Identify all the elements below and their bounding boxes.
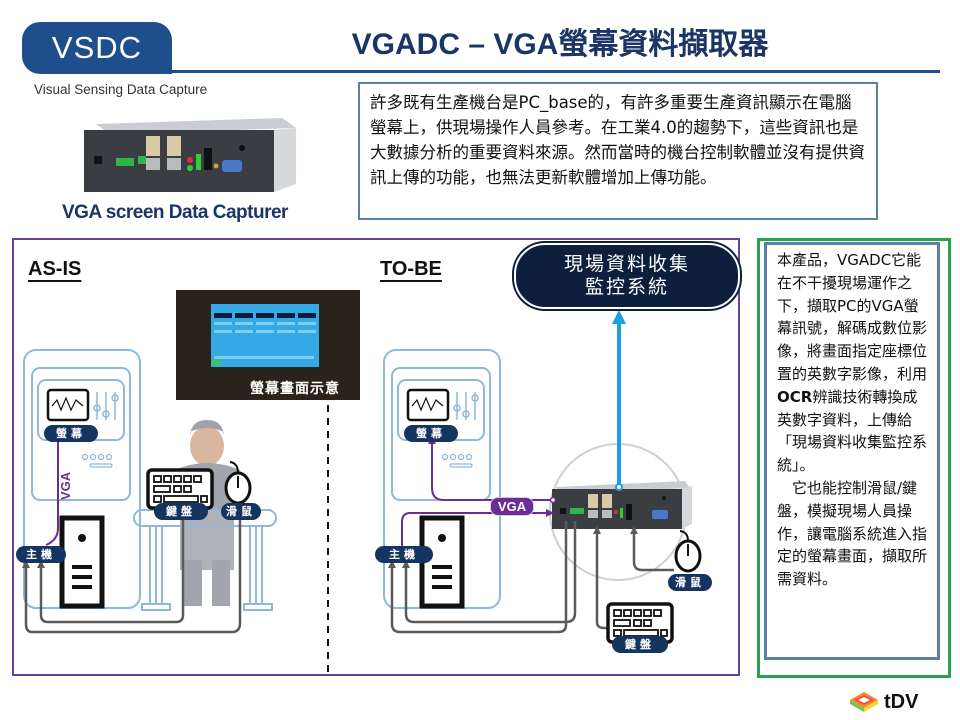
screen-sample-photo (176, 290, 360, 400)
description-p1b: 辨識技術轉換成英數字資料，上傳給「現場資料收集監控系統」。 (777, 387, 928, 475)
tdv-logo-icon: tDV (850, 691, 919, 713)
as-is-host-label: 主機 (16, 546, 66, 563)
desk-icon (133, 509, 277, 611)
to-be-keyboard-cable (595, 530, 610, 630)
description-box: 本產品，VGADC它能在不干擾現場運作之下，擷取PC的VGA螢幕訊號，解碼成數位… (764, 242, 940, 660)
to-be-capture-device-icon (552, 481, 692, 529)
page-title: VGADC – VGA螢幕資料擷取器 (351, 28, 769, 61)
description-p1a: 本產品，VGADC它能在不干擾現場運作之下，擷取PC的VGA螢幕訊號，解碼成數位… (777, 251, 928, 383)
to-be-monitor-icon (406, 388, 450, 422)
to-be-keyboard-icon (606, 602, 674, 644)
product-caption: VGA screen Data Capturer (62, 202, 288, 223)
to-be-monitor-label: 螢幕 (404, 425, 458, 442)
as-is-vga-cable (45, 434, 59, 546)
as-is-monitor-icon (46, 388, 90, 422)
as-is-mouse-label: 滑鼠 (221, 503, 261, 520)
to-be-mouse-label: 滑鼠 (668, 574, 712, 591)
as-is-vga-label: VGA (58, 471, 73, 500)
as-is-keyboard-label: 鍵盤 (154, 503, 208, 520)
to-be-slider-icon (453, 392, 479, 420)
to-be-pc-tower-icon (419, 515, 465, 609)
as-is-mouse-cable (24, 512, 242, 634)
as-is-to-be-diagram (12, 238, 740, 676)
logo-text: tDV (884, 691, 919, 713)
to-be-vga-cable-to-monitor (431, 440, 551, 501)
subtitle: Visual Sensing Data Capture (34, 82, 208, 97)
to-be-cable-1 (390, 521, 568, 634)
as-is-panel-dots (81, 453, 113, 468)
to-be-mouse-icon (674, 530, 702, 573)
brand-tab-label: VSDC (51, 30, 143, 65)
description-ocr: OCR (777, 387, 813, 406)
to-be-heading: TO-BE (380, 258, 442, 280)
to-be-cable-2 (404, 521, 577, 624)
as-is-pc-tower-icon (59, 515, 105, 609)
to-be-host-label: 主機 (375, 546, 433, 563)
brand-tab: VSDC (22, 22, 172, 74)
header-rule (150, 70, 940, 73)
capture-device-photo (84, 118, 296, 192)
system-label-line1: 現場資料收集 (563, 253, 690, 275)
as-is-keyboard-cable (39, 512, 185, 624)
to-be-panel-dots (441, 453, 473, 468)
as-is-heading: AS-IS (28, 258, 82, 280)
intro-text: 許多既有生產機台是PC_base的，有許多重要生產資訊顯示在電腦螢幕上，供現場操… (370, 93, 865, 187)
diagram-artwork (22, 290, 702, 676)
system-label-line2: 監控系統 (584, 276, 669, 298)
screen-sample-caption: 螢幕畫面示意 (250, 381, 340, 397)
field-data-monitoring-system: 現場資料收集 監控系統 (514, 243, 740, 309)
to-be-keyboard-label: 鍵盤 (612, 636, 668, 653)
description-p2: 它也能控制滑鼠/鍵盤，模擬現場人員操作，讓電腦系統進入指定的螢幕畫面，擷取所需資… (777, 478, 928, 589)
intro-text-box: 許多既有生產機台是PC_base的，有許多重要生產資訊顯示在電腦螢幕上，供現場操… (358, 82, 878, 220)
as-is-monitor-label: 螢幕 (44, 425, 98, 442)
to-be-mouse-cable (632, 530, 674, 572)
to-be-vga-cable-from-host (401, 512, 546, 550)
as-is-keyboard-icon (146, 468, 214, 510)
description-frame (757, 238, 951, 678)
to-be-vga-label: VGA (490, 497, 534, 516)
as-is-slider-icon (93, 392, 119, 420)
